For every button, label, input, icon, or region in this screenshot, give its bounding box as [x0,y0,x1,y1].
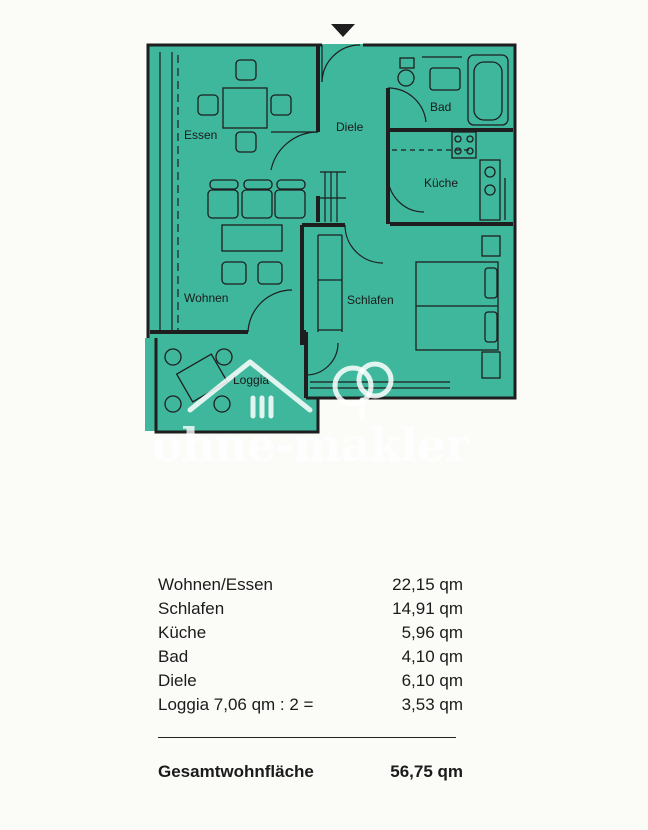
area-value: 5,96 qm [401,623,463,642]
room-label-loggia: Loggia [233,373,269,387]
area-name: Küche [158,623,207,642]
area-name: Schlafen [158,599,225,618]
kitchen-fixtures [392,131,506,221]
area-value: 22,15 qm [392,575,463,594]
divider-line [158,737,456,738]
bathroom-fixtures [397,54,509,126]
dining-furniture [197,59,292,153]
room-label-kueche: Küche [424,176,458,190]
doors [247,44,427,376]
room-label-schlafen: Schlafen [347,293,394,307]
area-value: 4,10 qm [401,647,463,666]
room-label-bad: Bad [430,100,451,114]
room-label-essen: Essen [184,128,217,142]
area-value: 6,10 qm [401,671,463,690]
room-label-diele: Diele [336,120,364,134]
bedroom-furniture [310,234,501,389]
loggia-furniture [164,348,233,413]
area-value: 14,91 qm [392,599,463,618]
total-row: Gesamtwohnfläche 56,75 qm [158,762,463,782]
area-name: Loggia 7,06 qm : 2 = [158,695,314,714]
floor-fill [145,44,515,431]
area-name: Diele [158,671,197,690]
area-row: Bad 4,10 qm [158,645,463,669]
area-row: Küche 5,96 qm [158,621,463,645]
entrance-arrow [331,24,355,37]
area-row: Diele 6,10 qm [158,669,463,693]
total-value: 56,75 qm [390,762,463,781]
interior-walls [150,45,513,398]
watermark-text: ohne-makler [152,418,469,472]
living-furniture [207,179,306,285]
watermark-logo [187,359,394,421]
floor-plan: Essen Diele Bad Küche Wohnen Schlafen Lo… [145,24,517,434]
area-row: Wohnen/Essen 22,15 qm [158,573,463,597]
area-name: Bad [158,647,189,666]
area-row: Loggia 7,06 qm : 2 = 3,53 qm [158,693,463,717]
room-label-wohnen: Wohnen [184,291,228,305]
total-label: Gesamtwohnfläche [158,762,314,781]
area-table: Wohnen/Essen 22,15 qm Schlafen 14,91 qm … [158,573,463,717]
area-row: Schlafen 14,91 qm [158,597,463,621]
outer-walls [146,43,517,434]
wardrobe-diele [320,171,346,222]
area-name: Wohnen/Essen [158,575,273,594]
area-value: 3,53 qm [401,695,463,714]
